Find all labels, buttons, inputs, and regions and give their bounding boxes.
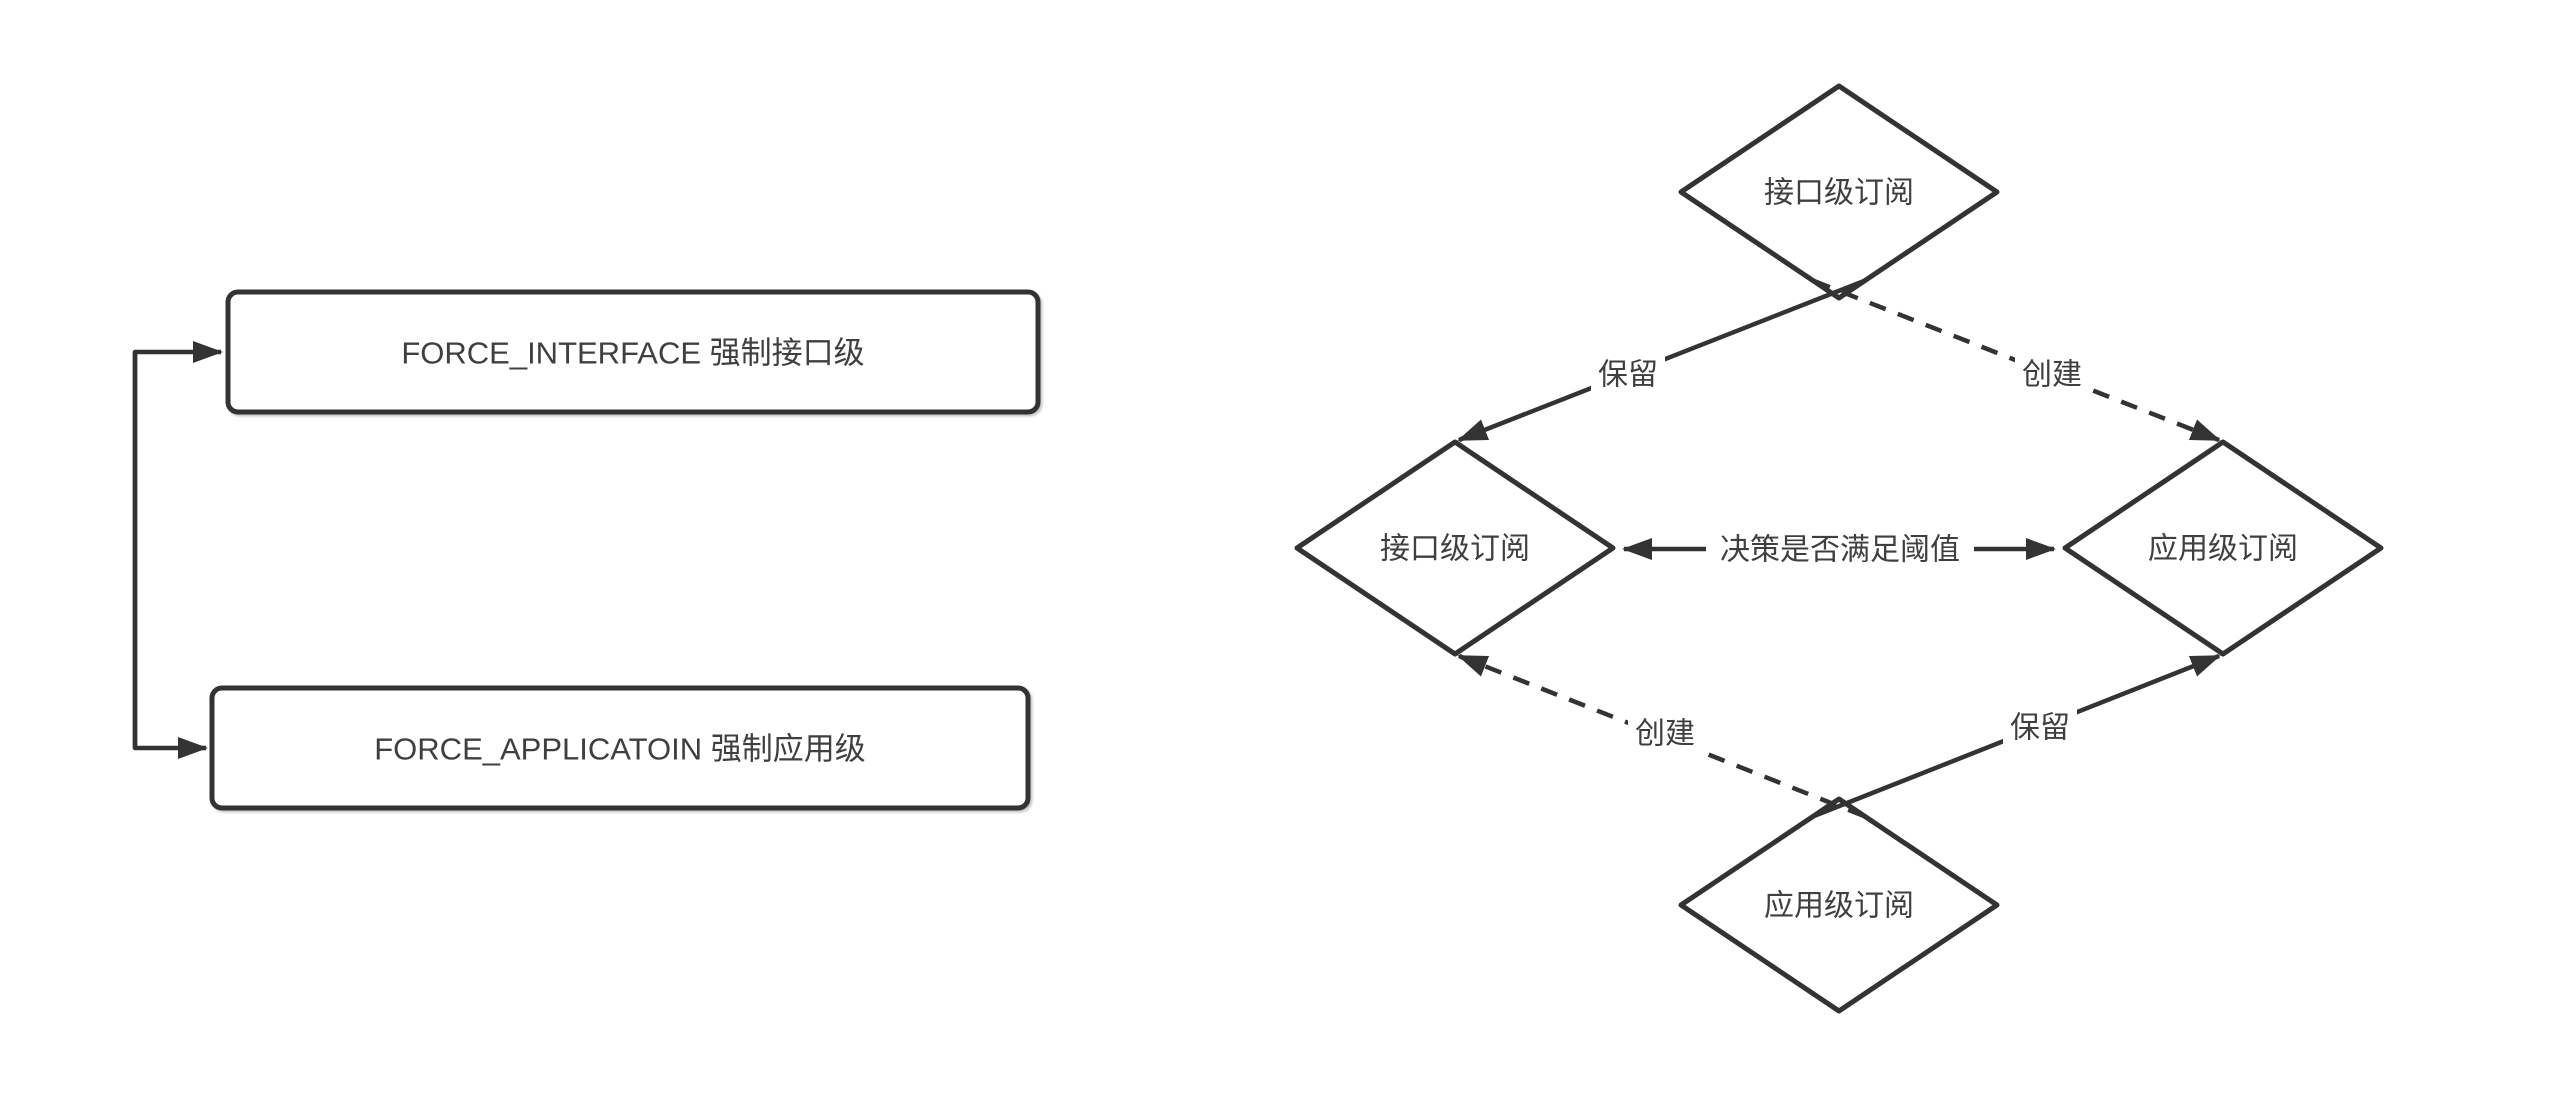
label-mask (2015, 355, 2089, 393)
force-interface-box (225, 289, 1041, 415)
edge-label-keep-top: 保留 (1598, 359, 1658, 392)
bracket-arrow-top (132, 341, 223, 748)
left-panel: FORCE_INTERFACE 强制接口级 FORCE_APPLICATOIN … (132, 289, 1041, 811)
label-mask (2003, 708, 2077, 746)
node-mid-right-diamond (2062, 439, 2384, 657)
edge-label-decision: 决策是否满足阈值 (1720, 534, 1960, 567)
force-application-label: FORCE_APPLICATOIN 强制应用级 (374, 732, 866, 767)
node-mid-left-label: 接口级订阅 (1380, 533, 1530, 566)
label-mask (1591, 355, 1665, 393)
node-bottom-diamond (1678, 796, 2000, 1014)
force-application-box (209, 685, 1031, 811)
flowchart: 保留 创建 创建 保留 决策是否满足阈值 接口级订阅 接口级订阅 应用级订阅 应… (1294, 83, 2384, 1014)
node-mid-left-diamond (1294, 439, 1616, 657)
node-bottom-label: 应用级订阅 (1764, 890, 1914, 923)
force-interface-label: FORCE_INTERFACE 强制接口级 (401, 336, 864, 371)
edge-label-keep-bottom: 保留 (2010, 712, 2070, 745)
node-top-label: 接口级订阅 (1764, 177, 1914, 210)
node-mid-right-label: 应用级订阅 (2148, 533, 2298, 566)
node-top-diamond (1678, 83, 2000, 301)
label-mask (1706, 527, 1974, 571)
edge-label-create-top: 创建 (2022, 359, 2082, 392)
edge-label-create-bottom: 创建 (1635, 718, 1695, 751)
label-mask (1628, 714, 1702, 752)
bracket-arrow-bottom (132, 352, 208, 759)
